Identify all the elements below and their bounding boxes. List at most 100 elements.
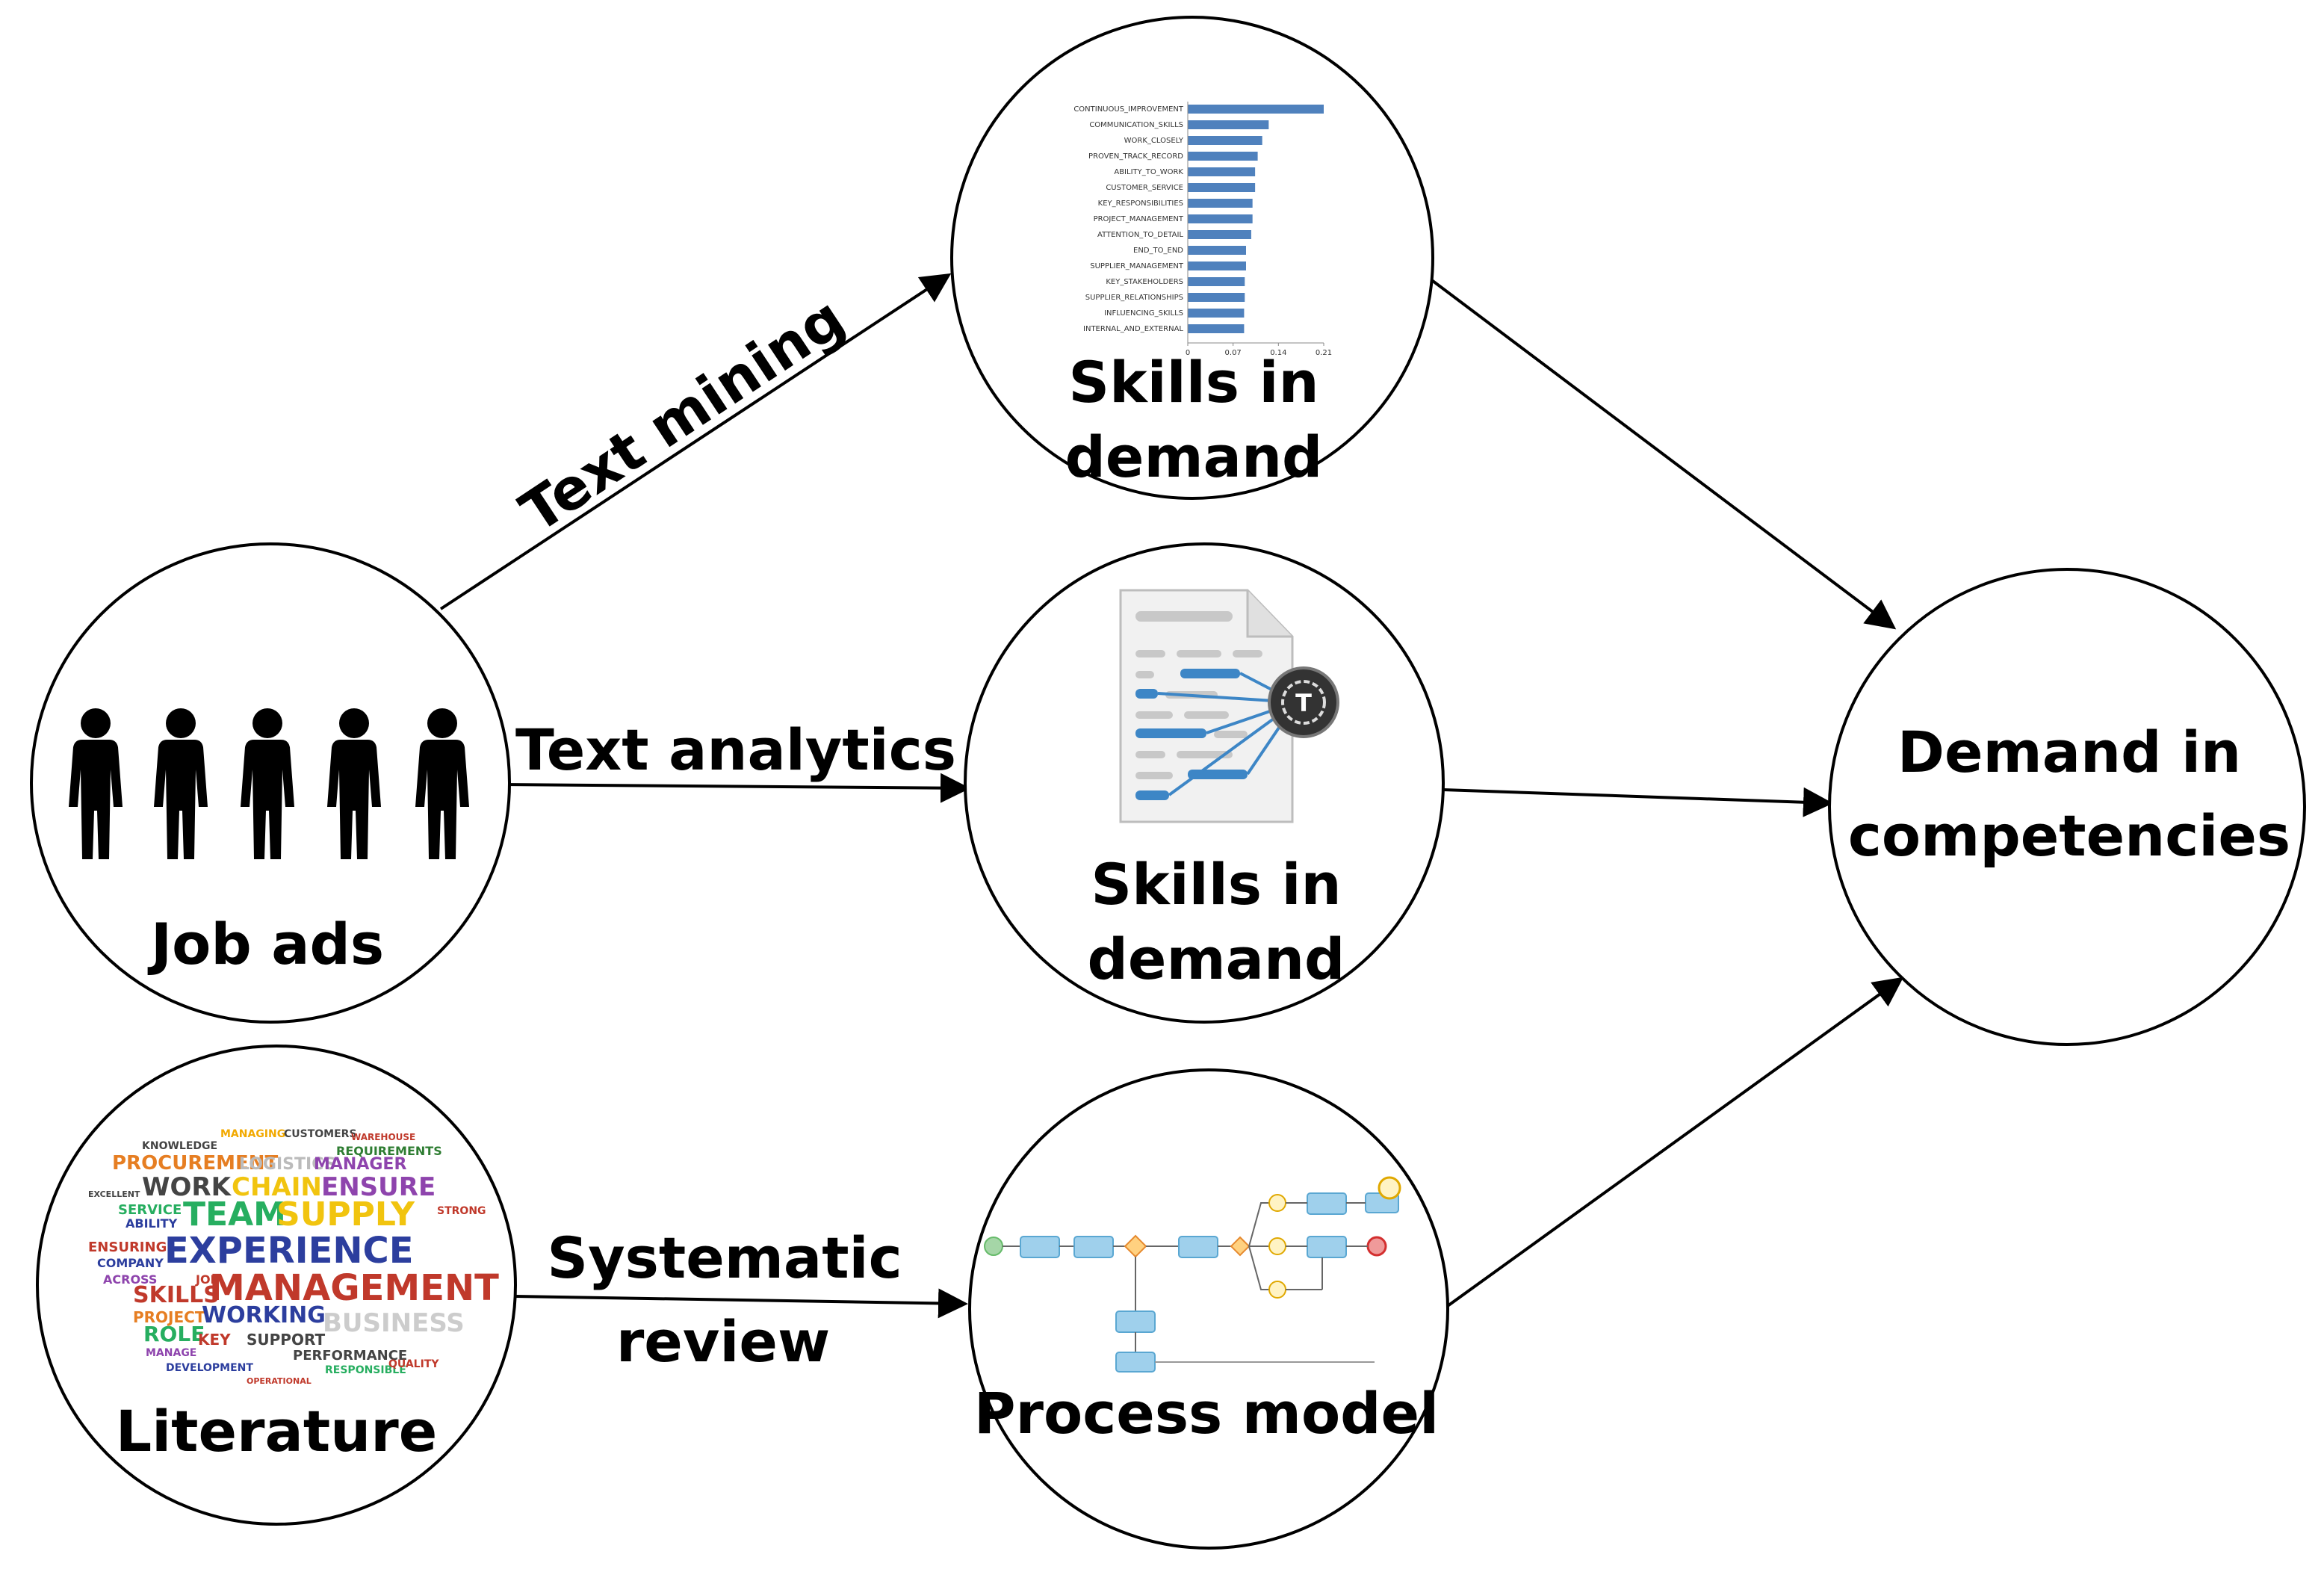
word-cloud-term: PERFORMANCE: [293, 1348, 407, 1364]
bpmn-start-event: [984, 1237, 1003, 1256]
x-tick-label: 0.14: [1270, 349, 1286, 357]
bar: [1188, 167, 1256, 176]
bpmn-timer-event: [1268, 1281, 1286, 1299]
bar-category-label: CUSTOMER_SERVICE: [1106, 184, 1183, 192]
node-demand-competencies: Demand in competencies: [1828, 568, 2306, 1046]
word-cloud-term: ENSURE: [321, 1172, 436, 1202]
node-process-model: Process model: [968, 1068, 1449, 1550]
doc-line: [1135, 751, 1165, 758]
word-cloud-term: PROJECT: [133, 1308, 205, 1326]
bpmn-task: [1020, 1236, 1060, 1258]
person-icon: [327, 708, 381, 859]
word-cloud-term: ENSURING: [88, 1240, 167, 1255]
word-cloud-term: EXCELLENT: [88, 1189, 140, 1199]
bar-category-label: COMMUNICATION_SKILLS: [1089, 121, 1183, 129]
bar: [1188, 214, 1253, 223]
gear-icon: [1268, 666, 1339, 738]
edge-text-analytics: [501, 773, 970, 803]
bar-category-label: CONTINUOUS_IMPROVEMENT: [1073, 105, 1184, 114]
bar-category-label: END_TO_END: [1133, 247, 1183, 255]
word-cloud-term: KEY: [198, 1331, 231, 1349]
x-tick-label: 0: [1186, 349, 1190, 357]
bar: [1188, 105, 1324, 114]
word-cloud-term: MANAGER: [314, 1155, 406, 1174]
word-cloud-term: JOB: [195, 1272, 220, 1287]
word-cloud-term: SUPPLY: [276, 1195, 415, 1234]
literature-circle: [36, 1045, 517, 1526]
edges: [439, 273, 1904, 1319]
x-tick-label: 0.07: [1225, 349, 1242, 357]
bpmn-flow: [1248, 1202, 1270, 1247]
word-cloud-term: ROLE: [143, 1322, 205, 1346]
x-tick-label: 0.21: [1316, 349, 1332, 357]
doc-line: [1177, 751, 1233, 758]
node-skills-top: CONTINUOUS_IMPROVEMENT COMMUNICATION_SKIL…: [950, 16, 1434, 500]
bpmn-timer-event: [1268, 1194, 1286, 1212]
bpmn-task: [1115, 1310, 1156, 1333]
bar: [1188, 309, 1245, 318]
doc-highlight: [1180, 669, 1240, 678]
word-cloud-term: MANAGING: [220, 1128, 285, 1140]
doc-highlight: [1135, 790, 1169, 800]
word-cloud-term: WORK: [142, 1172, 232, 1202]
bar: [1188, 199, 1253, 208]
word-cloud-term: LOGISTICS: [239, 1155, 336, 1174]
gear-inner: [1281, 680, 1326, 725]
bar: [1188, 293, 1245, 302]
edge-skills-top-to-demand: [1425, 275, 1897, 630]
word-cloud: KNOWLEDGEMANAGINGCUSTOMERSWAREHOUSEREQUI…: [88, 1128, 499, 1386]
word-cloud-term: COMPANY: [97, 1256, 164, 1270]
word-cloud-term: TEAM: [183, 1195, 286, 1234]
person-icon: [69, 708, 123, 859]
doc-line: [1135, 650, 1165, 657]
bpmn-end-event: [1366, 1236, 1387, 1257]
bar-category-label: INTERNAL_AND_EXTERNAL: [1083, 325, 1183, 333]
doc-highlight: [1135, 728, 1206, 738]
doc-line: [1135, 671, 1154, 678]
word-cloud-term: BUSINESS: [323, 1308, 465, 1338]
skills-mid-label-2: demand: [1088, 926, 1345, 992]
document-fold: [1246, 590, 1292, 638]
word-cloud-term: ACROSS: [103, 1272, 157, 1287]
bar: [1188, 120, 1269, 129]
word-cloud-term: PROCUREMENT: [112, 1152, 279, 1175]
bpmn-event: [1378, 1176, 1401, 1200]
bpmn-task: [1307, 1236, 1347, 1258]
word-cloud-term: SUPPORT: [247, 1331, 325, 1349]
doc-highlight: [1135, 689, 1158, 699]
bar-category-label: KEY_STAKEHOLDERS: [1106, 278, 1183, 286]
doc-line: [1233, 650, 1262, 657]
bar-category-label: ATTENTION_TO_DETAIL: [1097, 231, 1183, 239]
node-literature: KNOWLEDGEMANAGINGCUSTOMERSWAREHOUSEREQUI…: [36, 1045, 517, 1526]
word-cloud-term: RESPONSIBLE: [325, 1364, 406, 1376]
literature-label: Literature: [116, 1398, 438, 1464]
demand-label-1: Demand in: [1897, 719, 2241, 785]
edge-label-systematic-review-1: Systematic: [547, 1225, 902, 1291]
text-analytics-document-icon: T: [1119, 589, 1339, 823]
doc-line: [1135, 772, 1173, 779]
doc-line: [1214, 731, 1248, 738]
edge-label-text-analytics: Text analytics: [515, 717, 956, 783]
bpmn-timer-event: [1268, 1237, 1286, 1255]
demand-circle: [1828, 568, 2306, 1046]
gear-letter: T: [1295, 689, 1312, 717]
bpmn-task: [1115, 1352, 1156, 1373]
bar: [1188, 277, 1245, 286]
doc-line: [1177, 650, 1221, 657]
edge-process-to-demand: [1444, 977, 1904, 1309]
person-icon: [241, 708, 294, 859]
bpmn-gateway: [1230, 1236, 1251, 1257]
bpmn-task: [1307, 1192, 1347, 1215]
bar-category-label: SUPPLIER_RELATIONSHIPS: [1085, 294, 1183, 302]
edge-skills-mid-to-demand: [1443, 787, 1833, 817]
bar-category-label: ABILITY_TO_WORK: [1114, 168, 1183, 176]
word-cloud-term: SKILLS: [133, 1282, 220, 1308]
bpmn-task: [1178, 1236, 1218, 1258]
edge-label-text-mining: Text mining: [509, 284, 856, 545]
bar-category-label: INFLUENCING_SKILLS: [1104, 309, 1183, 318]
word-cloud-term: ABILITY: [126, 1216, 178, 1231]
bar: [1188, 262, 1246, 270]
word-cloud-term: SERVICE: [118, 1202, 182, 1218]
bar: [1188, 246, 1246, 255]
